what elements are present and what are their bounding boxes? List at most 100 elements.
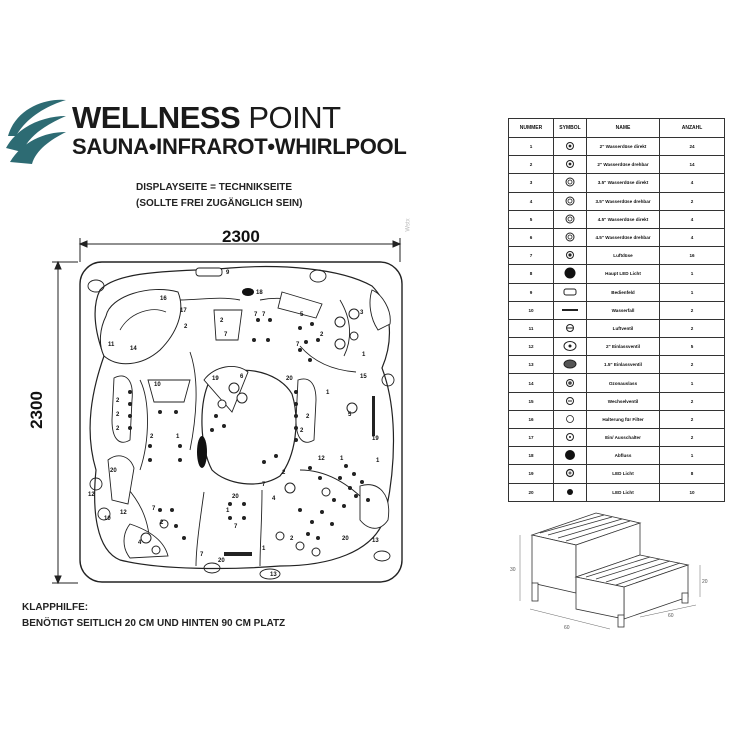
svg-text:16: 16	[160, 296, 167, 302]
legend-name: 3.5" Wasserdüse drehbar	[586, 191, 660, 211]
legend-nummer: 18	[508, 446, 554, 466]
legend-nummer: 8	[508, 264, 554, 284]
svg-text:19: 19	[372, 436, 379, 442]
jet-small-icon	[553, 136, 587, 157]
legend-header-anzahl: ANZAHL	[659, 118, 725, 138]
on-off-icon	[553, 427, 587, 448]
svg-text:4: 4	[138, 540, 142, 546]
svg-text:2: 2	[160, 520, 164, 526]
svg-text:2: 2	[116, 398, 120, 404]
legend-nummer: 6	[508, 227, 554, 248]
svg-text:17: 17	[180, 308, 187, 314]
svg-text:13: 13	[372, 538, 379, 544]
svg-text:1: 1	[176, 434, 180, 440]
svg-text:14: 14	[130, 346, 137, 352]
legend-anzahl: 4	[659, 227, 725, 248]
legend-nummer: 15	[508, 391, 554, 411]
svg-text:3: 3	[360, 310, 364, 316]
svg-text:2: 2	[150, 434, 154, 440]
legend-anzahl: 2	[659, 318, 725, 339]
svg-text:11: 11	[108, 342, 115, 348]
legend-header-name: NAME	[586, 118, 660, 138]
legend-anzahl: 1	[659, 282, 725, 302]
svg-text:10: 10	[104, 516, 111, 522]
svg-text:9: 9	[226, 270, 230, 276]
svg-text:7: 7	[152, 506, 156, 512]
svg-text:20: 20	[342, 536, 349, 542]
svg-text:20: 20	[286, 376, 293, 382]
jets-large	[140, 308, 360, 557]
legend-anzahl: 2	[659, 391, 725, 411]
jet-small-icon	[553, 155, 587, 175]
svg-text:7: 7	[296, 342, 300, 348]
svg-text:6: 6	[240, 374, 244, 380]
drain-icon	[553, 446, 587, 466]
legend-anzahl: 1	[659, 264, 725, 284]
svg-text:2: 2	[116, 412, 120, 418]
legend-nummer: 7	[508, 246, 554, 266]
legend-nummer: 5	[508, 209, 554, 229]
legend-nummer: 17	[508, 427, 554, 448]
dimension-line-width	[78, 238, 402, 262]
klapphilfe-title: KLAPPHILFE:	[22, 602, 89, 613]
air-jet-icon	[553, 246, 587, 266]
legend-nummer: 11	[508, 318, 554, 339]
logo-title-bold: WELLNESS	[72, 100, 241, 135]
legend-anzahl: 16	[659, 246, 725, 266]
svg-text:2: 2	[282, 470, 286, 476]
legend-name: Luftventil	[586, 318, 660, 339]
legend-nummer: 19	[508, 464, 554, 484]
step-dim-depth: 60	[668, 613, 674, 619]
svg-text:2: 2	[184, 324, 188, 330]
jets-small	[128, 318, 370, 540]
legend-nummer: 14	[508, 373, 554, 393]
legend-name: LED Licht	[586, 482, 660, 502]
svg-text:7: 7	[262, 312, 266, 318]
jet-medium-icon	[553, 209, 587, 229]
svg-text:2: 2	[320, 332, 324, 338]
legend-name: Abfluss	[586, 446, 660, 466]
svg-text:20: 20	[232, 494, 239, 500]
svg-text:7: 7	[224, 332, 228, 338]
klapphilfe-note: BENÖTIGT SEITLICH 20 CM UND HINTEN 90 CM…	[22, 618, 286, 629]
legend-nummer: 9	[508, 282, 554, 302]
svg-text:2: 2	[290, 536, 294, 542]
svg-text:7: 7	[234, 524, 238, 530]
svg-text:7: 7	[254, 312, 258, 318]
logo-subtitle: SAUNA•INFRAROT•WHIRLPOOL	[72, 134, 407, 159]
svg-text:19: 19	[212, 376, 219, 382]
svg-text:15: 15	[360, 374, 367, 380]
legend-nummer: 2	[508, 155, 554, 175]
logo-title-thin: POINT	[248, 100, 341, 135]
step-drawing: 30 20 60 60	[510, 512, 708, 631]
legend-anzahl: 2	[659, 427, 725, 448]
svg-text:5: 5	[300, 312, 304, 318]
svg-text:20: 20	[110, 468, 117, 474]
svg-text:7: 7	[262, 482, 266, 488]
svg-text:1: 1	[226, 508, 230, 514]
legend-anzahl: 24	[659, 136, 725, 157]
jet-medium-icon	[553, 227, 587, 248]
jet-medium-icon	[553, 173, 587, 193]
legend-nummer: 1	[508, 136, 554, 157]
step-dim-height: 30	[510, 567, 516, 573]
seat-lounger	[99, 289, 182, 365]
svg-text:5: 5	[348, 412, 352, 418]
legend-name: Ein/ Ausschalter	[586, 427, 660, 448]
legend-anzahl: 4	[659, 209, 725, 229]
svg-text:13: 13	[270, 572, 277, 578]
legend-anzahl: 2	[659, 300, 725, 320]
